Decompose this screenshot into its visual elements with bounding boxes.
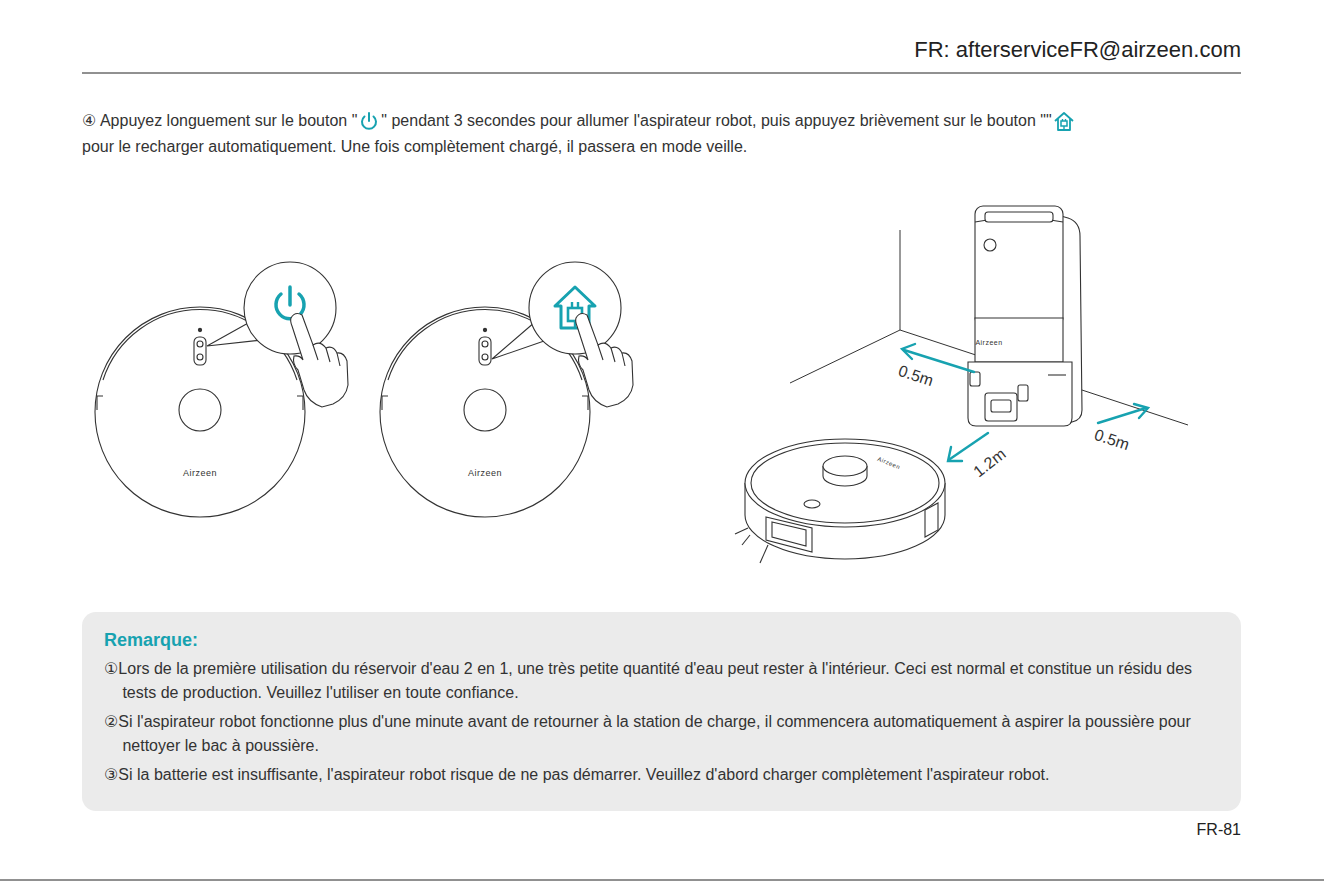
instruction-text: "	[1046, 112, 1052, 129]
brand-logo: Airzeen	[468, 468, 502, 478]
home-icon	[1053, 110, 1075, 132]
instruction-text: " pendant 3 secondes pour allumer l'aspi…	[381, 112, 1046, 129]
power-icon	[358, 110, 380, 132]
contact-email: FR: afterserviceFR@airzeen.com	[914, 37, 1241, 63]
dimension-label: 0.5m	[896, 362, 935, 390]
note-heading: Remarque:	[104, 630, 1219, 651]
brand-logo: Airzeen	[975, 339, 1002, 346]
note-item: ②Si l'aspirateur robot fonctionne plus d…	[104, 710, 1219, 758]
robot-top-view	[380, 262, 633, 517]
dimension-label: 0.5m	[1092, 426, 1131, 454]
robot-top-view	[95, 262, 348, 517]
robot-perspective	[735, 439, 945, 563]
header-rule	[82, 73, 1241, 74]
dimension-label: 1.2m	[970, 445, 1009, 481]
page-number: FR-81	[1197, 821, 1241, 839]
instruction-step: ④ Appuyez longuement sur le bouton " " pe…	[82, 108, 1242, 160]
note-box: Remarque: ①Lors de la première utilisatio…	[82, 612, 1241, 811]
distance-arrows	[902, 344, 1148, 461]
brand-logo: Airzeen	[183, 468, 217, 478]
note-item: ①Lors de la première utilisation du rése…	[104, 657, 1219, 705]
docking-station	[968, 206, 1082, 426]
instruction-text: ④ Appuyez longuement sur le bouton "	[82, 112, 357, 129]
footer-rule	[0, 880, 1324, 881]
instruction-text: pour le recharger automatiquement. Une f…	[82, 138, 747, 155]
note-item: ③Si la batterie est insuffisante, l'aspi…	[104, 763, 1219, 787]
